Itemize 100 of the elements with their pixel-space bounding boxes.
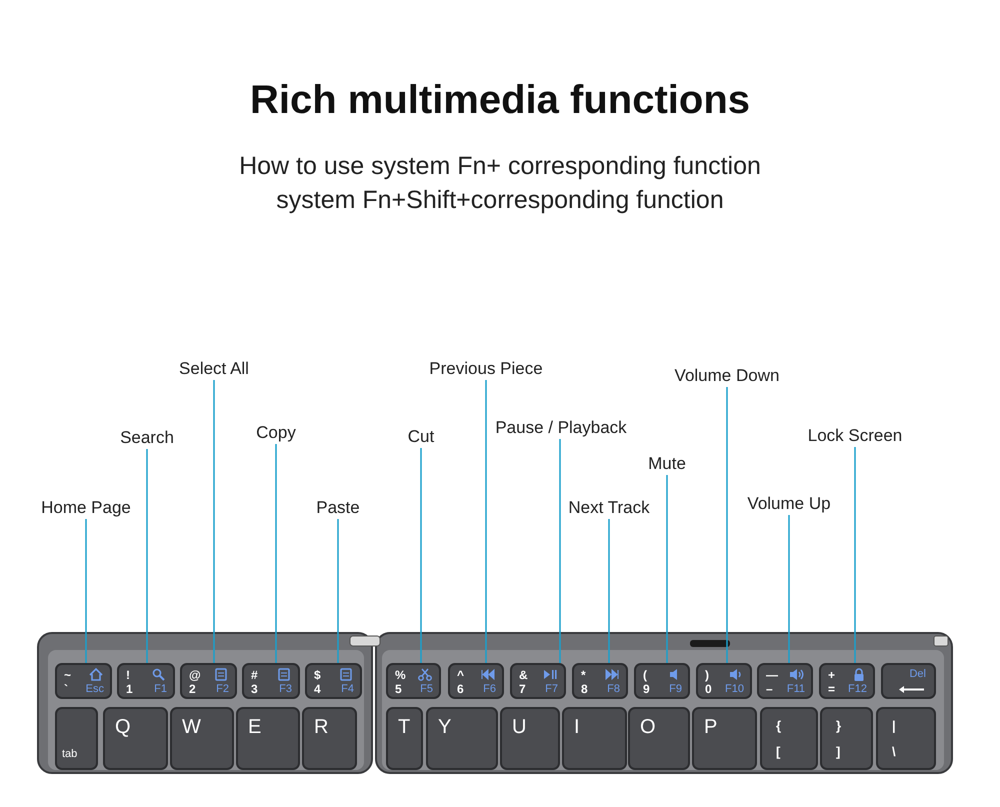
key-number: 9 [643,683,650,695]
key [572,663,628,699]
key-symbol: & [519,669,528,681]
key [760,707,818,770]
key-symbol: + [828,669,836,681]
key-number: 3 [251,683,258,695]
key-symbol: [ [776,745,780,758]
callout-label: Mute [648,454,686,474]
key-symbol: @ [189,669,201,681]
key [386,707,423,770]
key-symbol: % [395,669,406,681]
callout-label: Previous Piece [429,359,543,379]
function-label: Esc [86,684,104,695]
title: Rich multimedia functions [248,78,752,123]
key [876,707,936,770]
key [692,707,757,770]
key-symbol: { [776,719,782,732]
key-symbol: * [581,669,586,681]
key [820,707,873,770]
callout-label: Cut [408,427,434,447]
key-number: 0 [705,683,712,695]
key [305,663,362,699]
key-symbol: ! [126,669,130,681]
leader-line [485,380,487,663]
leader-line [337,519,339,663]
callout-label: Home Page [41,498,131,518]
key-symbol: # [251,669,258,681]
key-letter: R [314,717,328,737]
key [881,663,936,699]
key-number: – [766,683,773,695]
key-number: = [828,683,836,695]
callout-label: Paste [316,498,360,518]
key-number: 4 [314,683,321,695]
key-symbol: ] [836,745,840,758]
key-letter: T [398,717,410,737]
key-symbol: } [836,719,842,732]
key [117,663,175,699]
key-label: Del [909,669,926,680]
function-label: F7 [545,684,558,695]
leader-line [420,448,422,663]
key-letter: Q [115,717,131,737]
key-number: 8 [581,683,588,695]
key [448,663,504,699]
leader-line [559,439,561,663]
function-label: F2 [216,684,229,695]
key [103,707,168,770]
function-label: F5 [420,684,433,695]
callout-label: Pause / Playback [495,418,627,438]
function-label: F3 [279,684,292,695]
key-letter: E [248,717,262,737]
key [819,663,875,699]
key [55,663,112,699]
key [757,663,813,699]
key-number: ` [64,683,68,695]
key [170,707,234,770]
function-label: F10 [725,684,744,695]
key-symbol: $ [314,669,321,681]
key [236,707,300,770]
key-symbol: — [766,669,778,681]
function-label: F9 [669,684,682,695]
key-symbol: ^ [457,669,464,681]
key-number: 2 [189,683,196,695]
key [510,663,566,699]
key-letter: W [182,717,201,737]
callout-label: Search [120,428,174,448]
key-letter: U [512,717,526,737]
key-letter: O [640,717,656,737]
subtitle: system Fn+Shift+corresponding function [276,186,724,215]
function-label: F4 [341,684,354,695]
function-label: F6 [483,684,496,695]
key-symbol: | [892,719,896,732]
callout-label: Copy [256,423,296,443]
callout-label: Volume Down [674,366,780,386]
function-label: F12 [848,684,867,695]
callout-label: Volume Up [747,494,831,514]
key-letter: Y [438,717,452,737]
key-number: 7 [519,683,526,695]
key [55,707,98,770]
key-symbol: ~ [64,669,72,681]
leader-line [854,447,856,663]
leader-line [788,515,790,663]
callout-label: Select All [179,359,249,379]
leader-line [608,519,610,663]
function-label: F1 [154,684,167,695]
key [562,707,627,770]
key [500,707,560,770]
leader-line [275,444,277,663]
key-symbol: \ [892,745,896,758]
callout-label: Next Track [568,498,650,518]
key [696,663,752,699]
key [628,707,690,770]
leader-line [213,380,215,663]
key [302,707,357,770]
function-label: F8 [607,684,620,695]
key [242,663,300,699]
leader-line [146,449,148,663]
key-number: 6 [457,683,464,695]
leader-line [666,475,668,663]
key-symbol: ) [705,669,709,681]
key-letter: I [574,717,580,737]
